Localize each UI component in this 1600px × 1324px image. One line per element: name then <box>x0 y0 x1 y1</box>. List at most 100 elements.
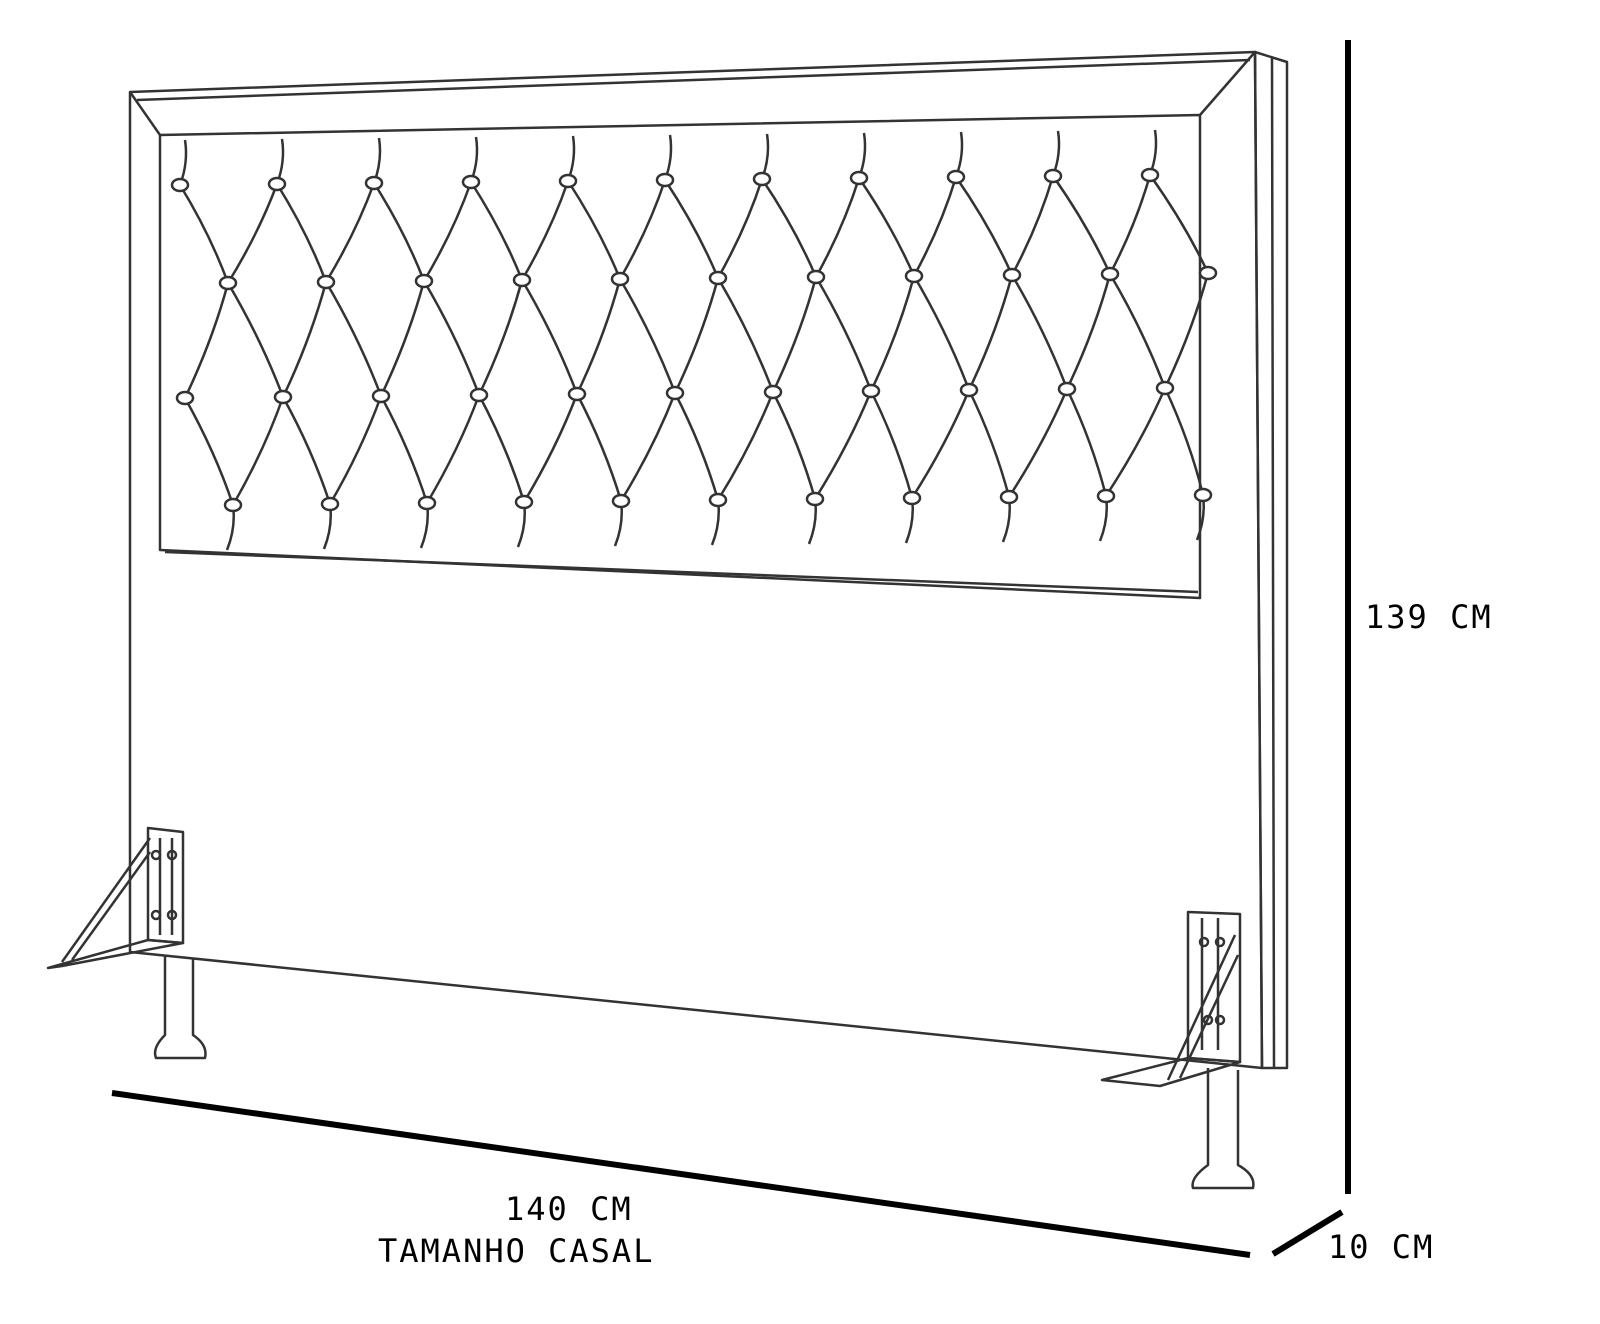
headboard-front-face <box>128 50 1264 1070</box>
tuft-seam <box>226 282 285 398</box>
tuft-button <box>752 171 772 187</box>
tuft-seam <box>967 274 1014 391</box>
tuft-button <box>1140 167 1160 183</box>
tuft-seam <box>566 180 622 280</box>
tuft-seam <box>771 276 818 393</box>
tuft-button <box>849 170 869 186</box>
depth-label: 10 CM <box>1328 1228 1434 1266</box>
tuft-seam <box>771 391 817 500</box>
tuft-button <box>223 497 243 513</box>
bevel-line <box>136 58 1251 102</box>
tuft-button <box>610 271 630 287</box>
tuft-seam <box>1148 174 1210 274</box>
tuft-button <box>805 491 825 507</box>
tuft-button <box>218 275 238 291</box>
tuft-seam <box>469 181 524 281</box>
tuft-button <box>665 385 685 401</box>
tuft-seam <box>1108 273 1167 389</box>
tuft-seam <box>422 280 481 396</box>
tuft-button <box>1193 487 1213 503</box>
tuft-seam <box>954 176 1014 276</box>
tuft-seam <box>1065 388 1108 497</box>
tuft-button <box>1155 380 1175 396</box>
tuft-button <box>1057 381 1077 397</box>
tufted-panel <box>158 113 1202 600</box>
tuft-seam <box>324 281 383 397</box>
tuft-seam <box>425 394 481 504</box>
tuft-seam <box>324 182 376 283</box>
tuft-button <box>708 270 728 286</box>
tuft-seam <box>520 180 570 281</box>
tuft-button <box>806 269 826 285</box>
tuft-seam <box>618 179 667 280</box>
left-leg <box>153 955 207 1060</box>
tuft-seam <box>575 278 622 395</box>
tuft-button <box>267 176 287 192</box>
bevel-line <box>1199 51 1256 116</box>
tuft-seam <box>869 275 916 392</box>
tuft-seam <box>716 277 775 393</box>
tuft-seam <box>226 183 279 284</box>
tuft-button <box>364 175 384 191</box>
tuft-seam <box>673 392 720 501</box>
tuft-seam <box>183 397 235 506</box>
tuft-seam <box>716 391 775 501</box>
tuft-seam <box>575 393 623 502</box>
tuft-button <box>904 268 924 284</box>
tuft-button <box>567 386 587 402</box>
tuft-button <box>763 384 783 400</box>
tuft-button <box>655 172 675 188</box>
tuft-seam <box>760 178 818 278</box>
tuft-button <box>946 169 966 185</box>
tuft-button <box>611 493 631 509</box>
tuft-seam <box>857 177 916 277</box>
tuft-seam <box>813 390 873 500</box>
tuft-seam <box>814 276 873 392</box>
tuft-button <box>320 496 340 512</box>
tuft-seam <box>673 277 720 394</box>
depth-dimension-line <box>1271 1209 1344 1257</box>
tuft-button <box>414 273 434 289</box>
tuft-button <box>175 390 195 406</box>
tuft-seam <box>1065 273 1112 390</box>
tuft-button <box>558 173 578 189</box>
tuft-seam <box>372 182 426 282</box>
tuft-seam <box>663 179 720 279</box>
tuft-button <box>708 492 728 508</box>
side-edge-line <box>1270 57 1276 1069</box>
tuft-seam <box>912 275 971 391</box>
tuft-button <box>1096 488 1116 504</box>
headboard-side <box>1253 50 1289 1070</box>
tuft-seam <box>1108 174 1152 275</box>
tuft-button <box>461 174 481 190</box>
right-bracket <box>1100 910 1242 1088</box>
tuft-seam <box>1104 387 1167 497</box>
tuft-seam <box>422 181 473 282</box>
tuft-seam <box>275 183 328 283</box>
tuft-button <box>514 494 534 510</box>
tuft-seam <box>231 396 285 506</box>
tuft-seam <box>619 392 677 502</box>
tuft-button <box>371 388 391 404</box>
tuft-seam <box>912 176 958 277</box>
tuft-seam <box>618 278 677 394</box>
tuft-seam <box>520 279 579 395</box>
tuft-seam <box>281 281 328 398</box>
tuft-seam <box>1051 175 1112 275</box>
tuft-button <box>1043 168 1063 184</box>
tuft-button <box>469 387 489 403</box>
tuft-seam <box>910 389 971 499</box>
tuft-button <box>417 495 437 511</box>
tuft-seam <box>183 282 230 399</box>
right-leg <box>1191 1068 1255 1190</box>
tuft-button <box>902 490 922 506</box>
tuft-seam <box>379 395 429 504</box>
tuft-seam <box>281 396 332 505</box>
tuft-seam <box>477 279 524 396</box>
tuft-seam <box>1163 272 1210 389</box>
width-dimension-line <box>111 1090 1251 1258</box>
tuft-button <box>273 389 293 405</box>
left-bracket <box>46 826 185 970</box>
